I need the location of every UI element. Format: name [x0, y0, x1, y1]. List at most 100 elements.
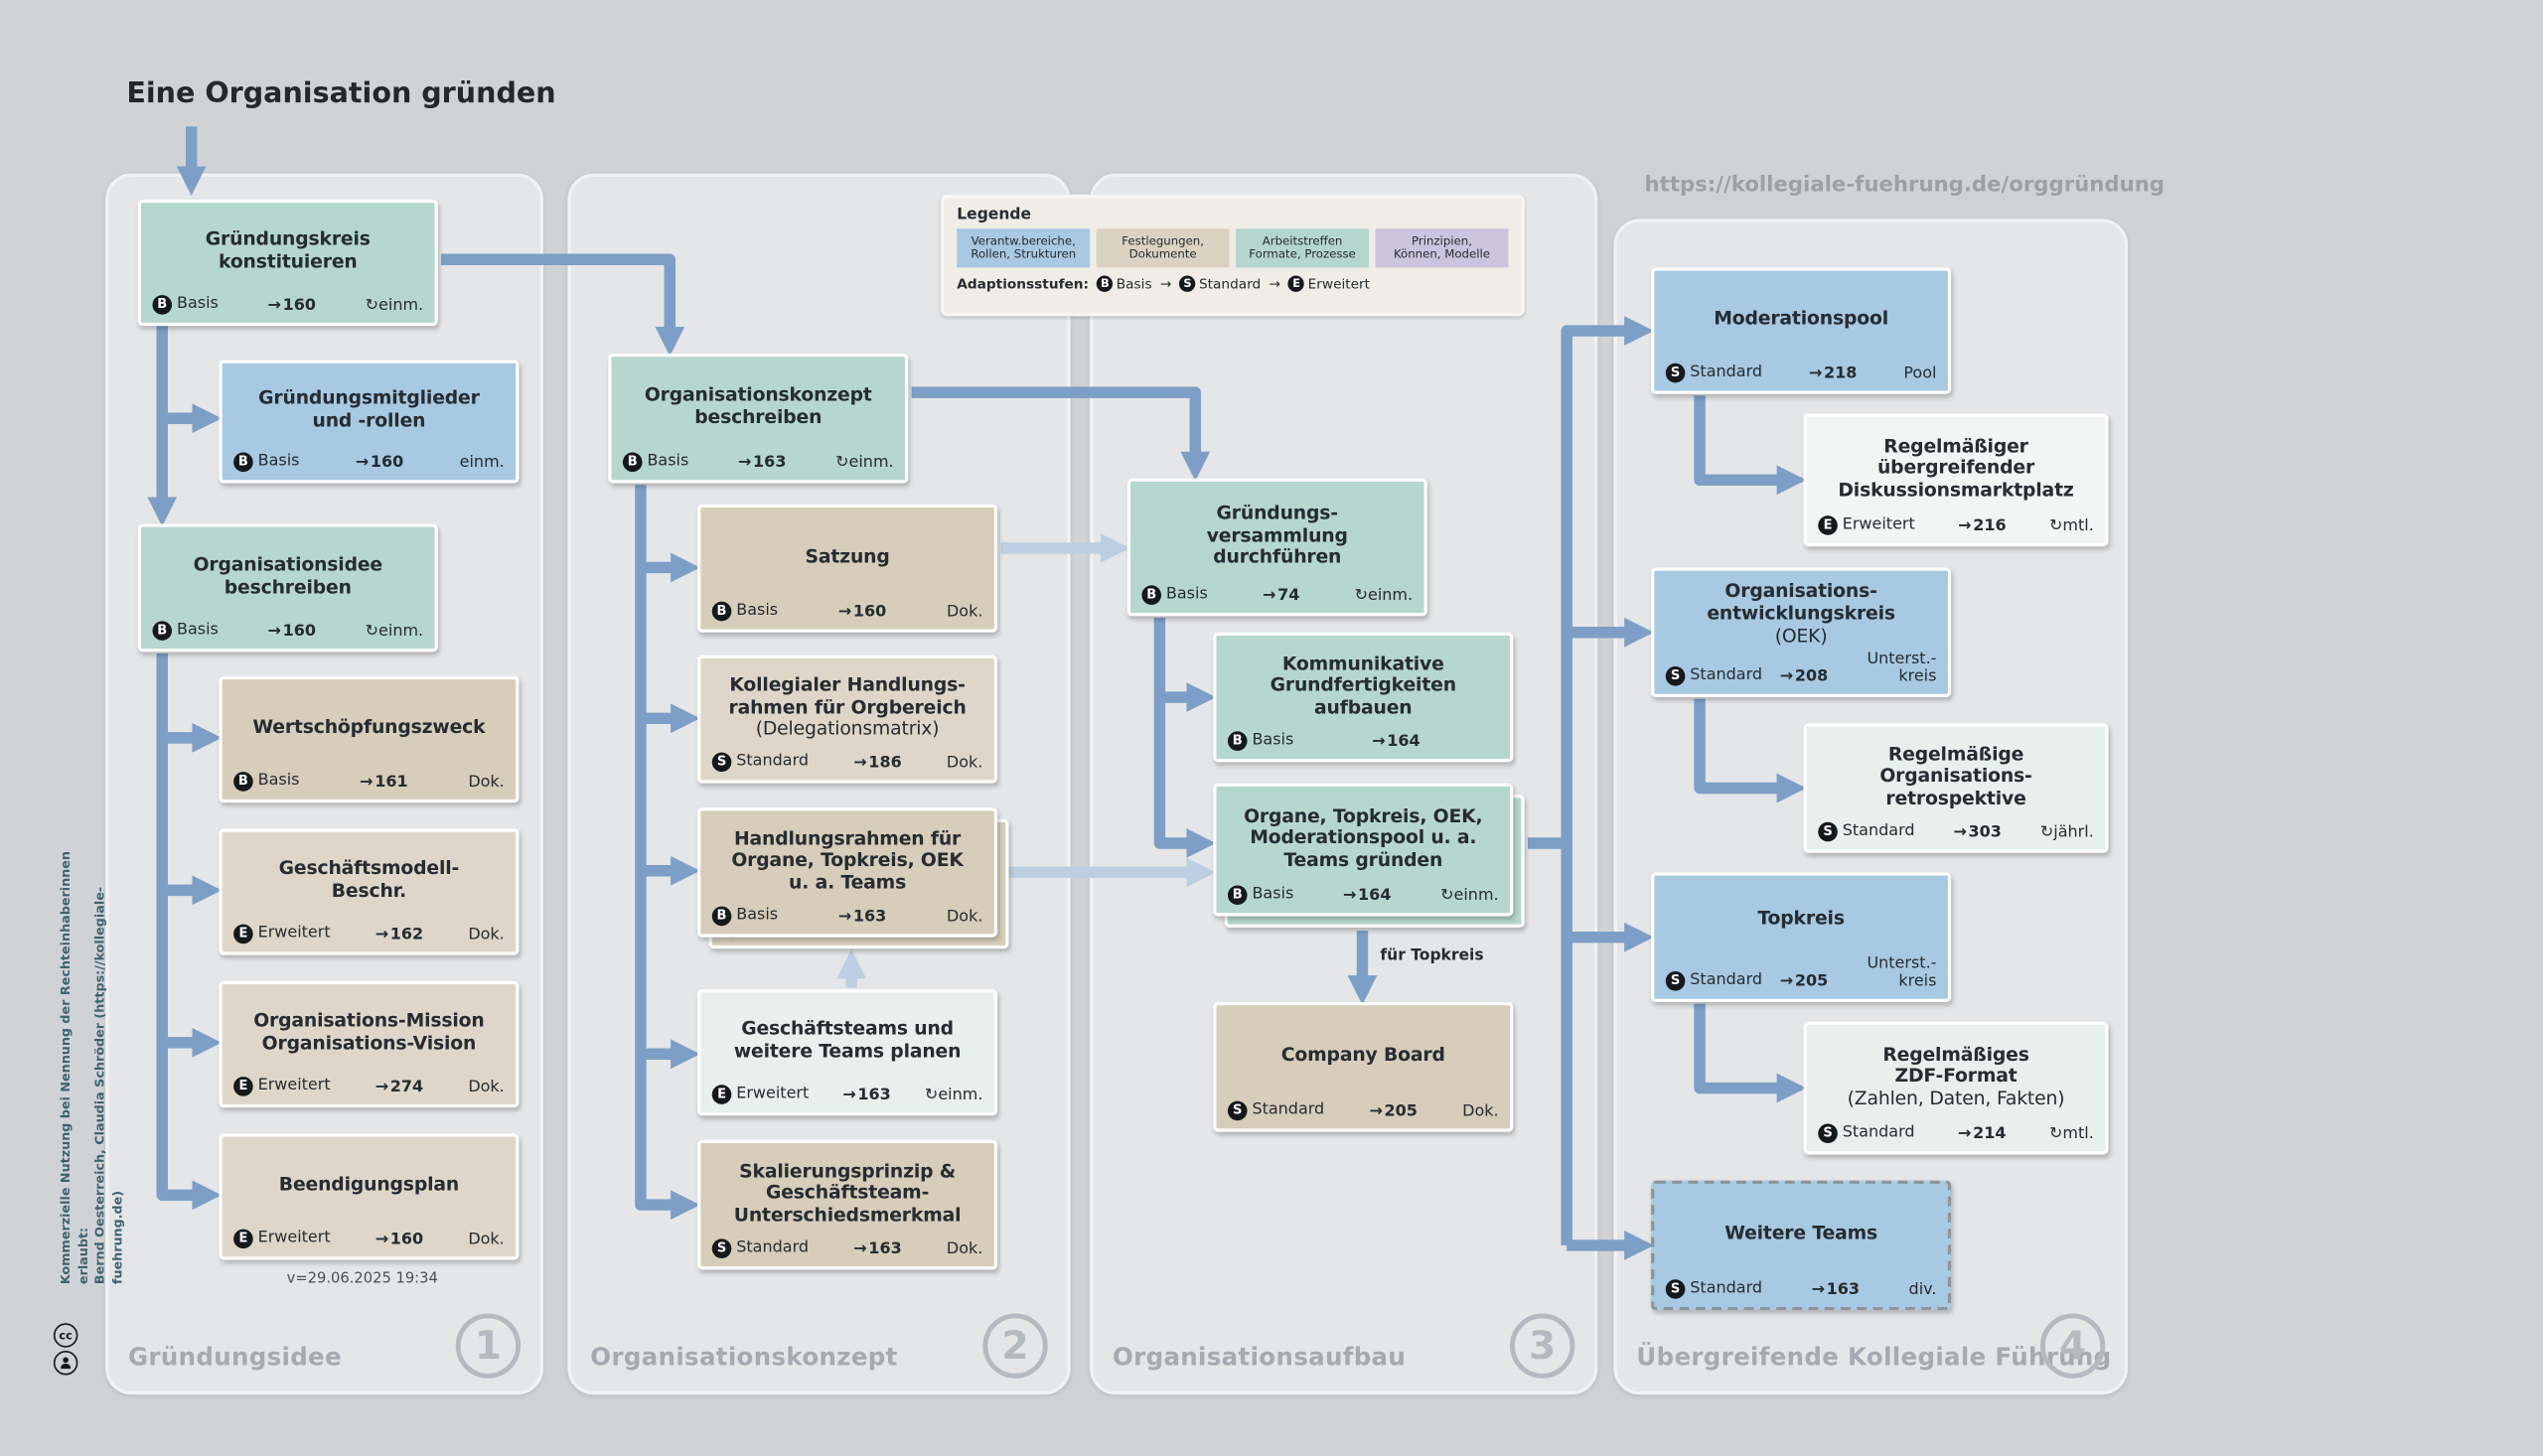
- frequency-label: ↻mtl.: [2048, 516, 2094, 535]
- version-stamp: v=29.06.2025 19:34: [286, 1271, 438, 1288]
- page-ref-arrow-icon: →: [1779, 972, 1794, 991]
- page-reference: →160: [374, 1230, 424, 1248]
- page-reference: →186: [853, 753, 902, 772]
- adaption-level-icon: S: [1818, 821, 1838, 842]
- page-reference: →164: [1372, 732, 1421, 751]
- license-line: Kommerzielle Nutzung bei Nennung der Rec…: [58, 851, 90, 1285]
- page-reference: →216: [1958, 516, 2007, 535]
- level-separator-arrow-icon: →: [1269, 275, 1280, 292]
- page-ref-arrow-icon: →: [374, 1230, 389, 1248]
- legend: Legende Verantw.bereiche,Rollen, Struktu…: [940, 194, 1525, 317]
- adaption-level-icon: S: [1179, 275, 1196, 292]
- phase-label: Gründungsidee: [127, 1342, 342, 1373]
- page-reference: →164: [1343, 886, 1392, 905]
- license-text: Kommerzielle Nutzung bei Nennung der Rec…: [58, 850, 127, 1285]
- legend-category-principles-models: Prinzipien,Können, Modelle: [1375, 228, 1509, 268]
- page-reference: →208: [1779, 667, 1829, 686]
- page-reference: →160: [267, 296, 316, 315]
- frequency-label: einm.: [459, 453, 505, 472]
- page-reference: →160: [267, 622, 316, 641]
- page-reference: →163: [842, 1086, 891, 1104]
- frequency-label: ↻einm.: [924, 1086, 983, 1104]
- page-ref-arrow-icon: →: [267, 622, 281, 641]
- adaption-level-icon: B: [711, 906, 732, 927]
- adaption-level-icon: E: [711, 1085, 732, 1104]
- page-ref-arrow-icon: →: [842, 1086, 856, 1104]
- box-title: Organisations-entwicklungskreis(OEK): [1707, 579, 1895, 647]
- frequency-label: ↻mtl.: [2049, 1124, 2094, 1143]
- frequency-label: Pool: [1903, 364, 1937, 382]
- frequency-label: ↻einm.: [365, 622, 424, 641]
- frequency-label: Dok.: [468, 1230, 505, 1248]
- page-ref-arrow-icon: →: [1953, 822, 1967, 841]
- page-ref-arrow-icon: →: [355, 453, 370, 472]
- adaption-level-icon: E: [233, 1077, 253, 1096]
- adaption-level-icon: B: [152, 295, 173, 315]
- frequency-label: Dok.: [946, 753, 983, 772]
- adaption-level-icon: E: [233, 1229, 253, 1249]
- page-ref-arrow-icon: →: [360, 773, 374, 792]
- page-ref-arrow-icon: →: [1779, 667, 1794, 686]
- legend-category-documents: Festlegungen,Dokumente: [1096, 228, 1230, 268]
- page-reference: →205: [1779, 972, 1829, 991]
- adaption-level-icon: B: [1227, 731, 1248, 751]
- legend-category-roles-structures: Verantw.bereiche,Rollen, Strukturen: [957, 228, 1091, 268]
- adaption-level-icon: S: [1665, 1279, 1686, 1299]
- adaption-level-icon: B: [233, 772, 253, 792]
- phase-label: Organisationskonzept: [590, 1342, 898, 1373]
- page-ref-arrow-icon: →: [853, 753, 867, 772]
- page-reference: →160: [355, 453, 404, 472]
- adaption-level-icon: B: [711, 601, 732, 622]
- box-title: Kollegialer Handlungs-rahmen für Orgbere…: [728, 672, 967, 740]
- frequency-label: Dok.: [1462, 1101, 1499, 1120]
- adaption-level-icon: S: [1818, 1123, 1838, 1144]
- adaption-level-icon: E: [1818, 515, 1838, 535]
- page-reference: →163: [738, 453, 787, 472]
- frequency-label: div.: [1908, 1280, 1937, 1299]
- box-title: Organe, Topkreis, OEK,Moderationspool u.…: [1244, 803, 1483, 871]
- phase-number-icon: 4: [2039, 1313, 2106, 1379]
- license-line: Bernd Oesterreich, Claudia Schröder (htt…: [92, 886, 124, 1285]
- cc-icon: cc: [53, 1323, 78, 1348]
